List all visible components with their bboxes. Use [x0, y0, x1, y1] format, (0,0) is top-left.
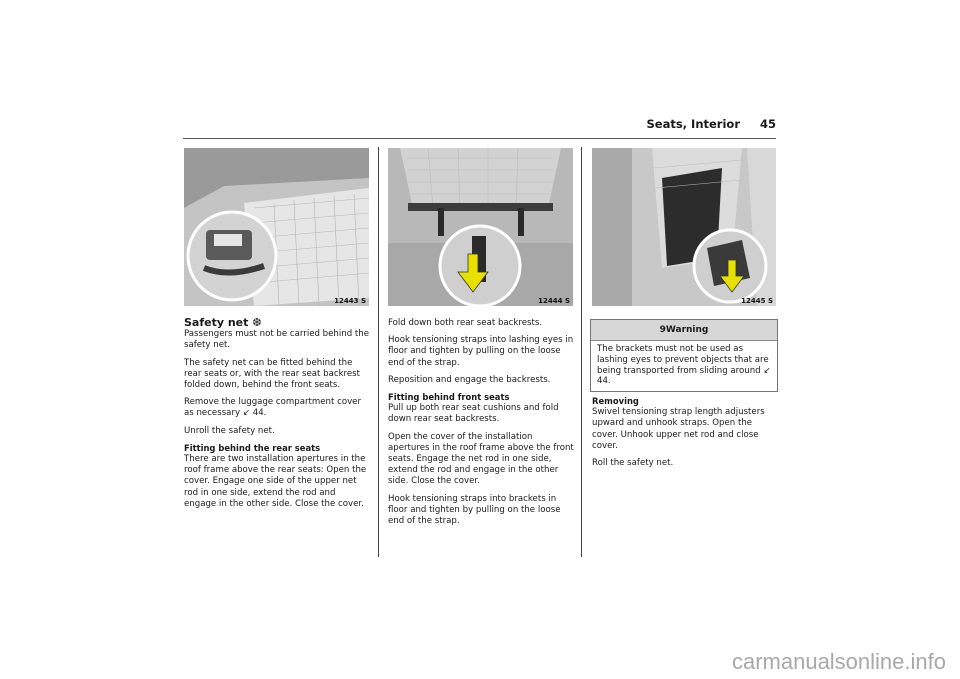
section-title: Seats, Interior: [646, 117, 740, 131]
figure-code: 12444 S: [538, 297, 570, 305]
figure-side-door: 12445 S: [592, 148, 776, 306]
paragraph: Unroll the safety net.: [184, 425, 275, 436]
paragraph: Swivel tensioning strap length adjusters…: [592, 407, 765, 451]
column-2: Fold down both rear seat backrests. Hook…: [388, 318, 574, 533]
roof-aperture-illustration: [184, 148, 369, 306]
paragraph: Hook tensioning straps into brackets in …: [388, 493, 561, 527]
column-1: Safety net ❆ Passengers must not be carr…: [184, 317, 370, 516]
side-door-illustration: [592, 148, 776, 306]
figure-code: 12443 S: [334, 297, 366, 305]
paragraph: Fold down both rear seat backrests.: [388, 318, 543, 328]
paragraph: Pull up both rear seat cushions and fold…: [388, 403, 559, 425]
luggage-compartment-illustration: [388, 148, 573, 306]
figure-roof-aperture: 12443 S: [184, 148, 369, 306]
column-divider: [378, 147, 379, 557]
paragraph: The safety net can be fitted behind the …: [184, 357, 361, 391]
page-header: Seats, Interior 45: [183, 114, 776, 139]
subheading: Removing: [592, 396, 639, 406]
column-divider: [581, 147, 582, 557]
column-3: Removing Swivel tensioning strap length …: [592, 396, 776, 475]
warning-text: The brackets must not be used as lashing…: [597, 344, 771, 387]
paragraph: Remove the luggage compartment cover as …: [184, 397, 361, 419]
paragraph: Roll the safety net.: [592, 458, 674, 469]
watermark: carmanualsonline.info: [731, 649, 946, 674]
subheading: Fitting behind front seats: [388, 392, 510, 403]
subheading: Fitting behind the rear seats: [184, 442, 321, 453]
paragraph: Hook tensioning straps into lashing eyes…: [388, 335, 574, 368]
paragraph: Passengers must not be carried behind th…: [184, 329, 369, 351]
paragraph: There are two installation apertures in …: [184, 454, 367, 509]
paragraph: Open the cover of the installation apert…: [388, 431, 574, 487]
figure-code: 12445 S: [741, 297, 773, 305]
page-number: 45: [759, 117, 776, 131]
warning-box: 9Warning The brackets must not be used a…: [590, 319, 778, 392]
figure-luggage-compartment: 12444 S: [388, 148, 573, 306]
paragraph: Reposition and engage the backrests.: [388, 374, 551, 385]
warning-title: 9Warning: [591, 320, 777, 341]
section-heading: Safety net ❆: [184, 316, 262, 329]
